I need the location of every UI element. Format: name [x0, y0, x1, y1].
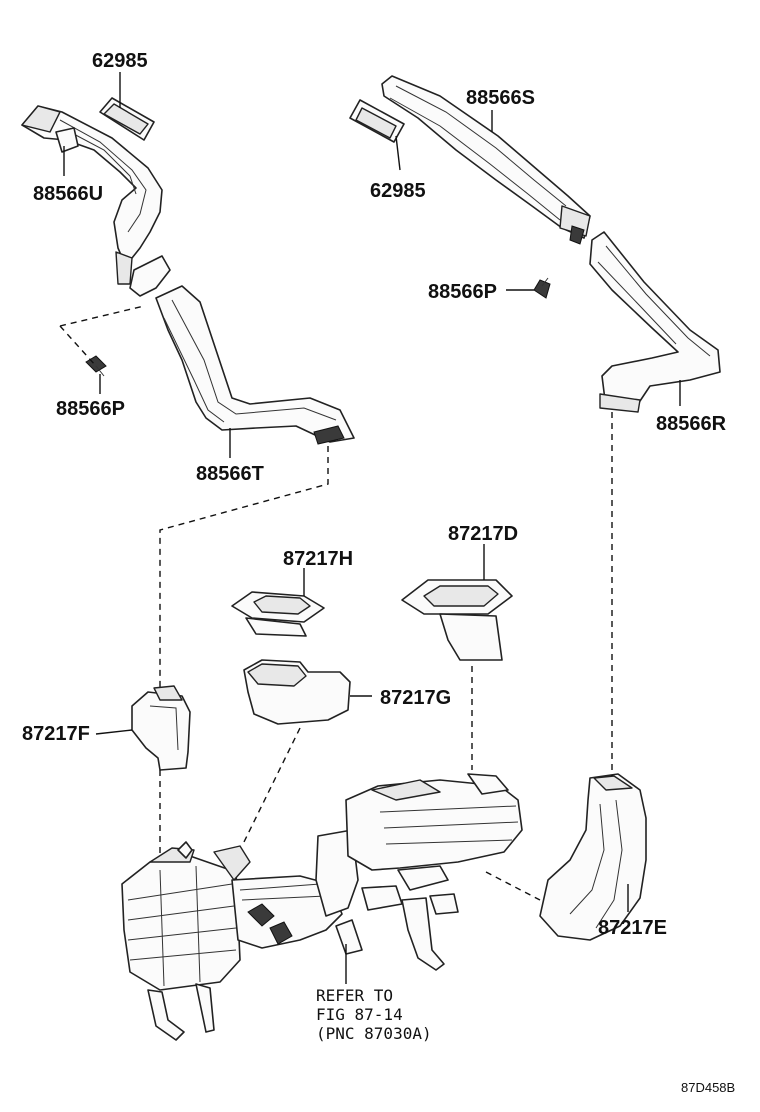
outlet-87217D — [401, 579, 513, 661]
label-88566P-right: 88566P — [428, 281, 497, 303]
duct-87217F — [131, 685, 191, 771]
label-62985-right: 62985 — [370, 180, 426, 202]
outlet-87217H — [231, 591, 325, 637]
label-88566U: 88566U — [33, 183, 103, 205]
label-88566S: 88566S — [466, 87, 535, 109]
label-88566P-left: 88566P — [56, 398, 125, 420]
label-88566R: 88566R — [656, 413, 727, 435]
label-88566T: 88566T — [196, 463, 264, 485]
duct-88566T — [129, 255, 355, 445]
label-87217G: 87217G — [380, 687, 451, 709]
refer-note-line3: (PNC 87030A) — [316, 1024, 432, 1043]
figure-code: 87D458B — [681, 1080, 735, 1095]
refer-note-line1: REFER TO — [316, 986, 393, 1005]
refer-note-line2: FIG 87-14 — [316, 1005, 403, 1024]
duct-87217E — [539, 773, 647, 941]
vent-62985-left — [99, 97, 155, 141]
leader-lines — [63, 72, 681, 984]
screw-88566P-left — [85, 355, 107, 377]
ac-unit-assembly — [121, 773, 523, 1041]
label-87217H: 87217H — [283, 548, 353, 570]
label-87217E: 87217E — [598, 917, 667, 939]
label-62985-left: 62985 — [92, 50, 148, 72]
screw-88566P-right — [533, 277, 551, 299]
vent-62985-right — [349, 99, 405, 143]
duct-87217G — [243, 659, 351, 725]
connection-lines — [59, 305, 613, 901]
duct-88566R — [589, 231, 721, 413]
duct-88566S — [381, 75, 591, 245]
duct-88566U — [21, 105, 163, 285]
label-87217F: 87217F — [22, 723, 90, 745]
label-87217D: 87217D — [448, 523, 518, 545]
